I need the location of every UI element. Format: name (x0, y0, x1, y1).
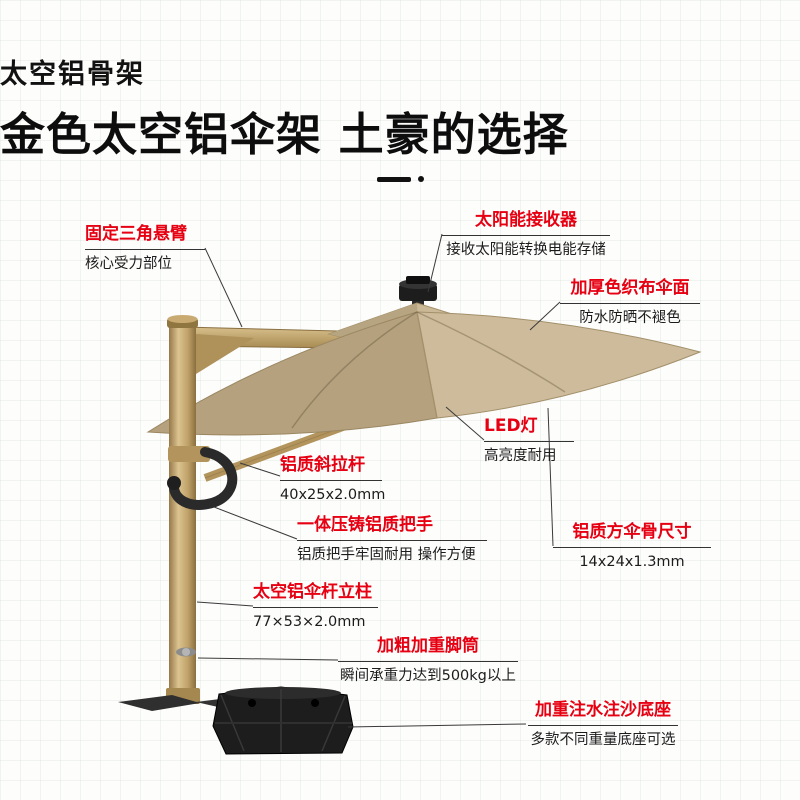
callout-handle: 一体压铸铝质把手 铝质把手牢固耐用 操作方便 (297, 515, 487, 565)
callout-underline (484, 441, 574, 442)
callout-subtitle: 铝质把手牢固耐用 操作方便 (297, 547, 476, 563)
callout-subtitle: 多款不同重量底座可选 (530, 732, 676, 748)
callout-fixed-arm: 固定三角悬臂 核心受力部位 (85, 224, 205, 274)
callout-led-light: LED灯 高亮度耐用 (484, 416, 574, 466)
divider-dot-icon (417, 176, 424, 182)
callout-subtitle: 瞬间承重力达到500kg以上 (340, 668, 516, 684)
callout-underline (280, 480, 382, 481)
callout-underline (85, 249, 205, 250)
callout-weight-base: 加重注水注沙底座 多款不同重量底座可选 (528, 700, 678, 750)
page-subtitle: 太空铝骨架 (0, 59, 145, 90)
callout-title: 铝质方伞骨尺寸 (572, 522, 692, 542)
callout-title: LED灯 (484, 416, 538, 436)
callout-canopy-fabric: 加厚色织布伞面 防水防晒不褪色 (560, 278, 700, 328)
callout-underline (297, 540, 487, 541)
callout-pole: 太空铝伞杆立柱 77×53×2.0mm (253, 582, 378, 632)
callout-title: 铝质斜拉杆 (280, 455, 365, 475)
callout-underline (338, 661, 518, 662)
callout-subtitle: 接收太阳能转换电能存储 (446, 242, 606, 258)
callout-title: 固定三角悬臂 (85, 224, 187, 244)
callout-title: 加厚色织布伞面 (570, 278, 690, 298)
callout-rib-size: 铝质方伞骨尺寸 14x24x1.3mm (553, 522, 711, 572)
callout-subtitle: 核心受力部位 (85, 256, 172, 272)
callout-foot-tube: 加粗加重脚筒 瞬间承重力达到500kg以上 (338, 636, 518, 686)
callout-underline (253, 607, 378, 608)
callout-subtitle: 14x24x1.3mm (579, 554, 685, 570)
callout-title: 太空铝伞杆立柱 (253, 582, 372, 602)
callout-underline (553, 547, 711, 548)
callout-subtitle: 高亮度耐用 (484, 448, 557, 464)
callout-underline (560, 303, 700, 304)
callout-underline (528, 725, 678, 726)
divider-bar-icon (376, 176, 411, 182)
callout-solar-receiver: 太阳能接收器 接收太阳能转换电能存储 (442, 210, 610, 260)
callout-underline (442, 235, 610, 236)
page-title: 金色太空铝伞架 土豪的选择 (0, 108, 569, 161)
callout-title: 加粗加重脚筒 (377, 636, 479, 656)
divider (0, 176, 800, 182)
callout-subtitle: 77×53×2.0mm (253, 614, 366, 630)
callout-diagonal-strut: 铝质斜拉杆 40x25x2.0mm (280, 455, 386, 505)
callout-subtitle: 防水防晒不褪色 (579, 310, 681, 326)
callout-title: 一体压铸铝质把手 (297, 515, 433, 535)
callout-subtitle: 40x25x2.0mm (280, 487, 386, 503)
callout-title: 加重注水注沙底座 (535, 700, 671, 720)
callout-title: 太阳能接收器 (475, 210, 577, 230)
